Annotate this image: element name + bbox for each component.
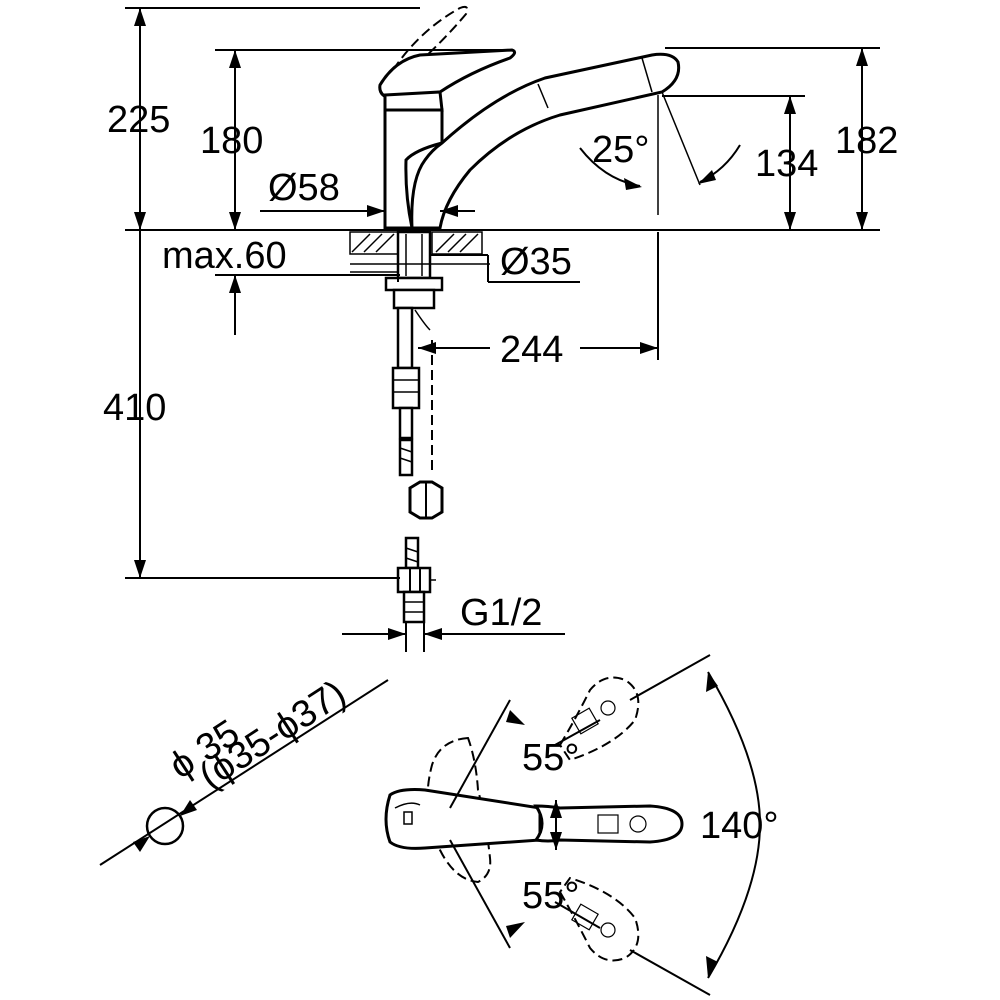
dim-hole-diameter: Ø35: [500, 241, 572, 283]
dim-lever-height: 180: [200, 120, 263, 162]
mounting-hole-circle: [145, 806, 185, 846]
dim-base-diameter: Ø58: [268, 167, 340, 209]
dim-outlet-height: 134: [755, 143, 818, 185]
angle-total: 140°: [700, 805, 779, 847]
lever-top-view: [384, 654, 762, 996]
dim-spout-height: 182: [835, 120, 898, 162]
dim-spray-angle: 25°: [592, 129, 649, 171]
angle-upper: 55°: [522, 737, 579, 779]
mounting-hole: [99, 679, 389, 866]
angle-lower: 55°: [522, 875, 579, 917]
dim-hose-length: 410: [103, 387, 166, 429]
dim-max-thickness: max.60: [162, 235, 287, 277]
dimension-lines: [125, 7, 880, 640]
dim-connection: G1/2: [460, 592, 542, 634]
dim-total-height: 225: [107, 99, 170, 141]
faucet-side-view: [378, 5, 701, 230]
deck-mounting: [125, 229, 880, 652]
dim-reach: 244: [500, 329, 563, 371]
